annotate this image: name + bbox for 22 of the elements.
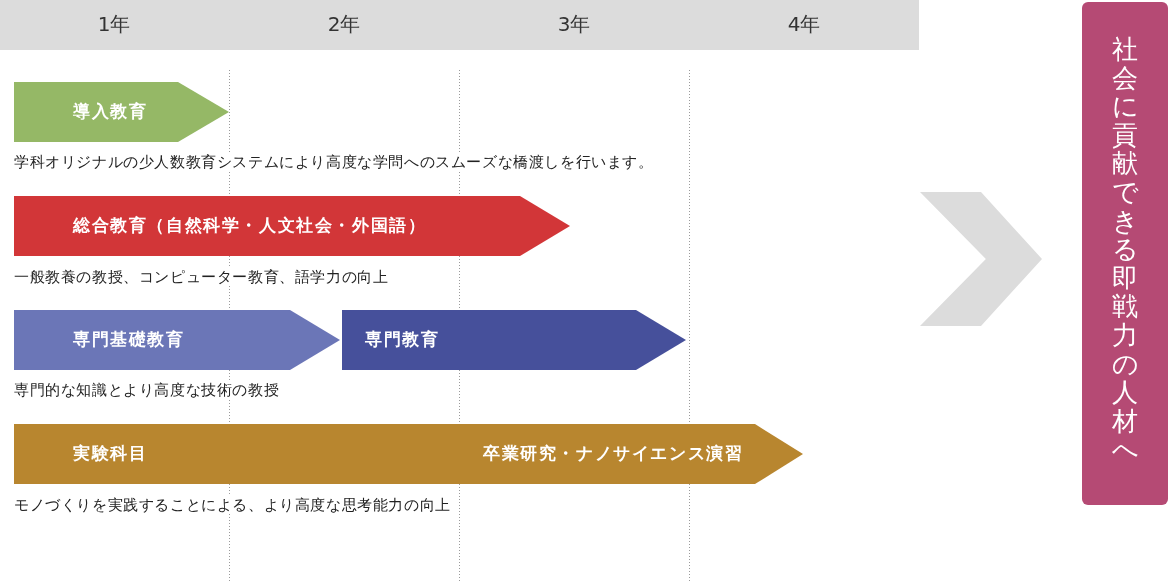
phase-label: 専門教育 (365, 330, 440, 350)
phase-arrow (14, 424, 803, 484)
description-text: 専門的な知識とより高度な技術の教授 (14, 381, 280, 399)
phase-arrow (14, 196, 570, 256)
phase-label: 専門基礎教育 (73, 330, 185, 350)
phase-label: 導入教育 (73, 102, 148, 122)
phase-arrow (14, 82, 229, 142)
goal-text: 社会に貢献できる即戦力の人材へ (1112, 35, 1138, 464)
phase-label: 実験科目 (73, 444, 148, 464)
description-text: 一般教養の教授、コンピューター教育、語学力の向上 (14, 268, 389, 286)
phase-arrow (14, 310, 340, 370)
goal-panel (1082, 2, 1168, 505)
phase-label: 総合教育（自然科学・人文社会・外国語） (73, 216, 427, 236)
year-label: 4年 (787, 13, 821, 36)
timeline-header (0, 0, 919, 50)
year-label: 2年 (327, 13, 361, 36)
phase-label: 卒業研究・ナノサイエンス演習 (483, 444, 744, 464)
chevron-arrow (920, 192, 1042, 326)
phase-arrow (342, 310, 686, 370)
year-label: 1年 (97, 13, 131, 36)
year-label: 3年 (557, 13, 591, 36)
description-text: モノづくりを実践することによる、より高度な思考能力の向上 (14, 496, 451, 514)
